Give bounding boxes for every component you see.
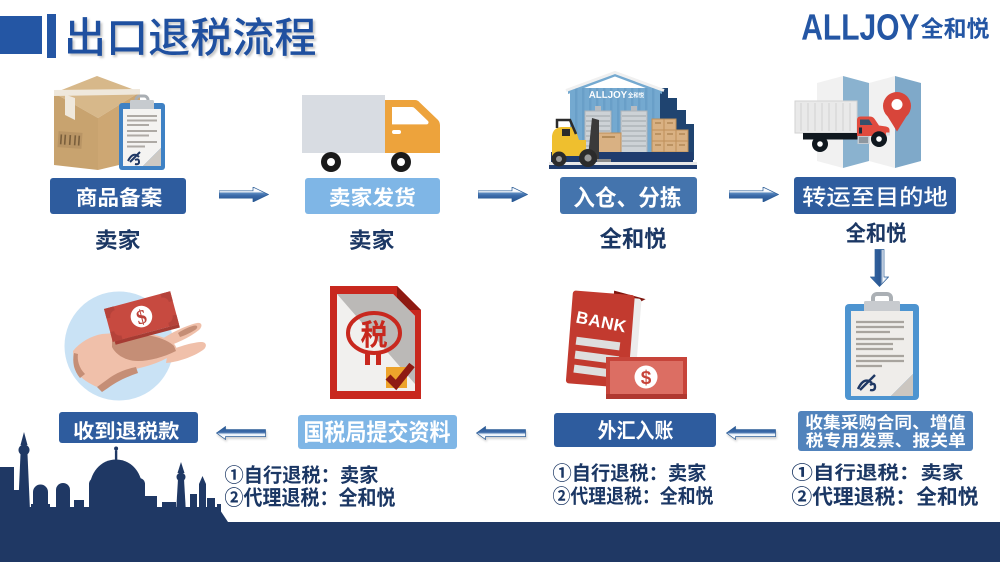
svg-text:$: $ <box>641 368 652 389</box>
